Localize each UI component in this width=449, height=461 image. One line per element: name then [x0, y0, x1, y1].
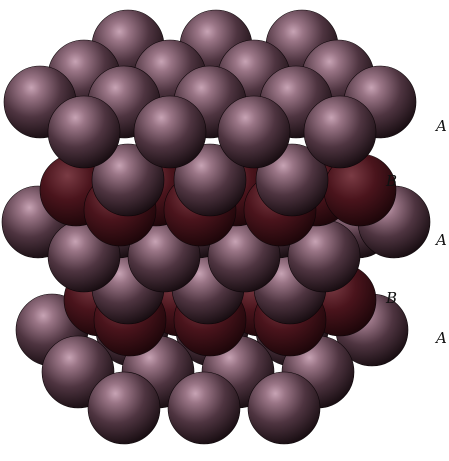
sphere: [218, 96, 290, 168]
layer-label-a-bottom: A: [436, 329, 447, 347]
layer-label-a-middle: A: [436, 231, 447, 249]
layer-label-b-lower: B: [386, 289, 397, 307]
sphere: [88, 372, 160, 444]
layer-label-b-upper: B: [386, 172, 397, 190]
layer-label-a-top: A: [436, 117, 447, 135]
sphere: [248, 372, 320, 444]
sphere: [168, 372, 240, 444]
sphere: [48, 96, 120, 168]
sphere: [304, 96, 376, 168]
sphere: [134, 96, 206, 168]
